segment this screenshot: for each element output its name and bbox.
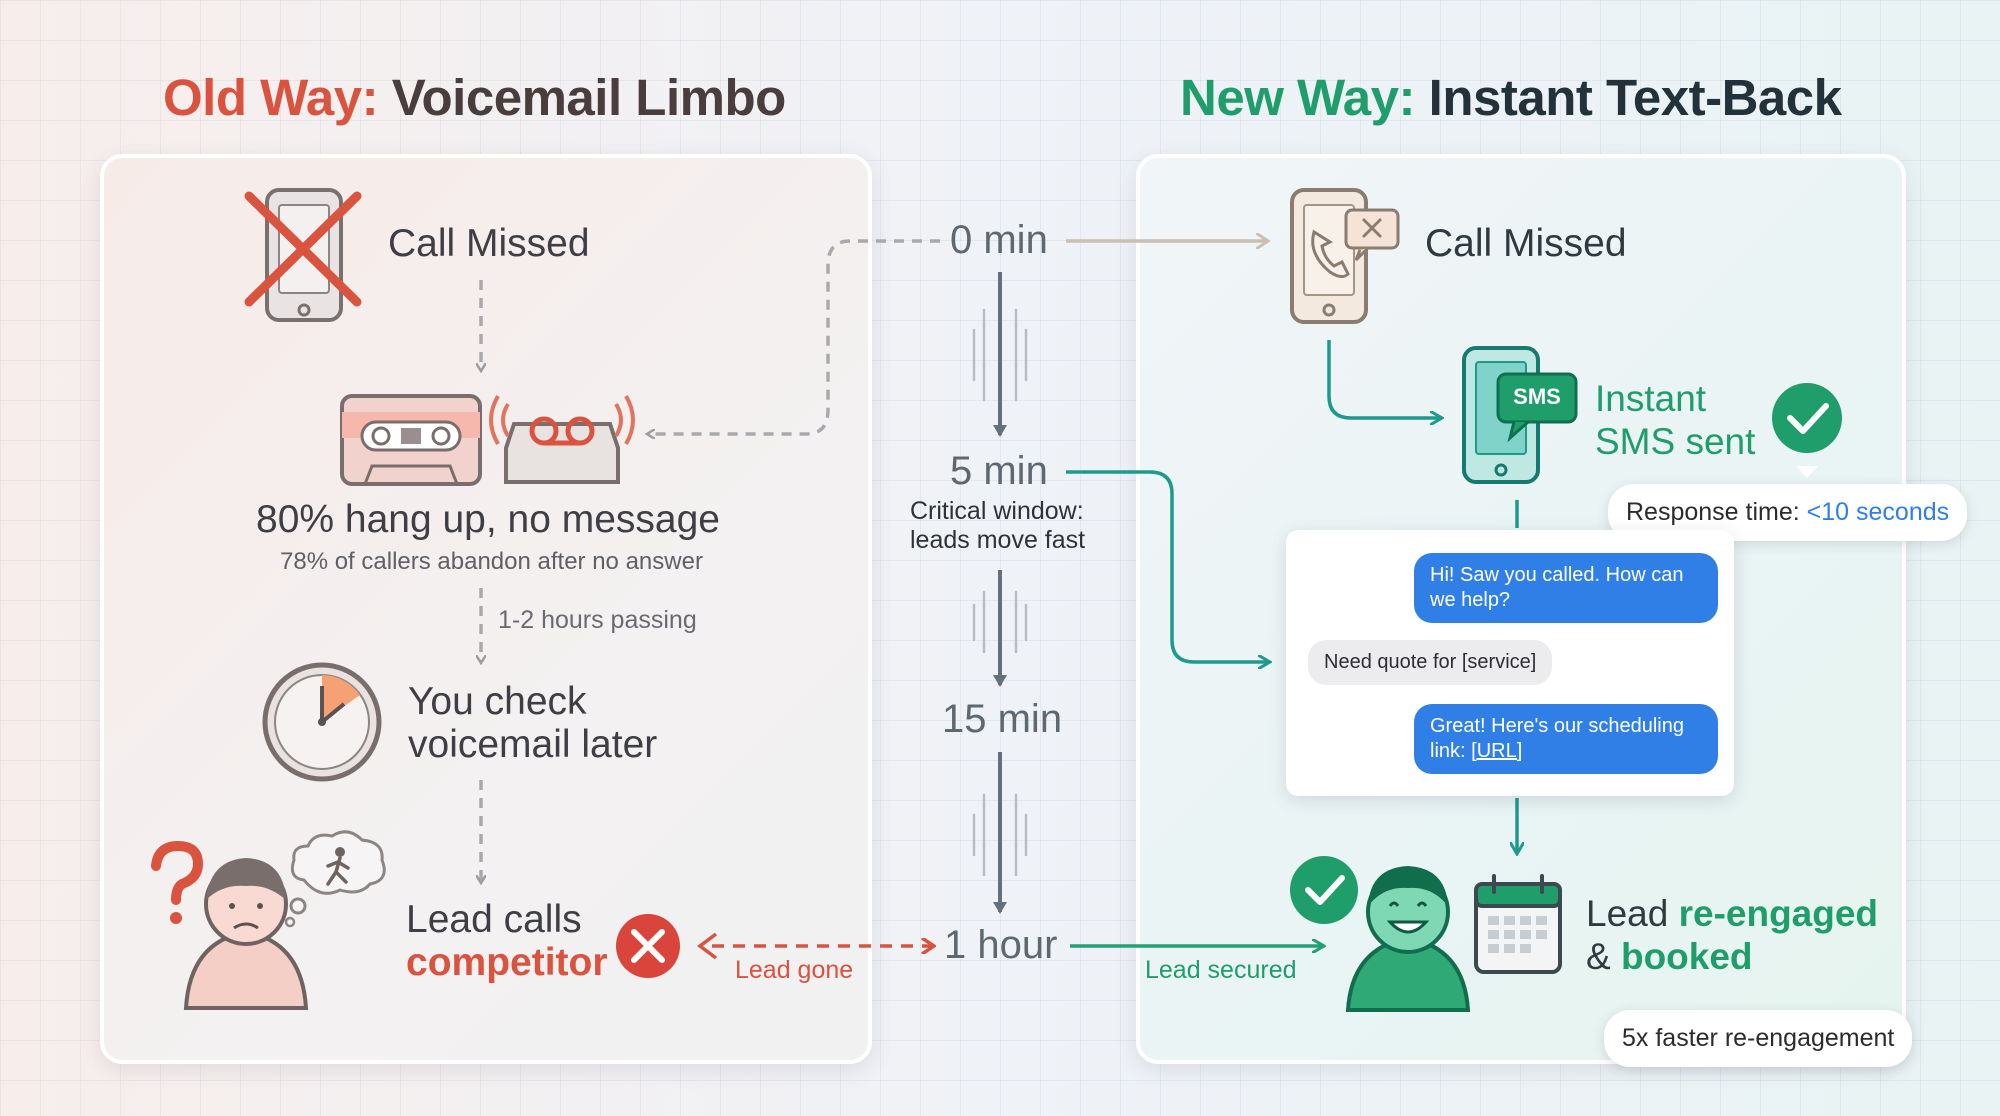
- re-engaged-word-lead: Lead: [1586, 893, 1669, 934]
- scheduling-link[interactable]: [URL]: [1471, 740, 1523, 762]
- re-engaged-line2: & booked: [1586, 936, 1753, 978]
- chat-message-1-text: Hi! Saw you called. How can we help?: [1430, 564, 1684, 611]
- timeline-0-min: 0 min: [950, 218, 1048, 262]
- old-call-missed-label: Call Missed: [388, 222, 590, 265]
- sms-badge-text: SMS: [1513, 384, 1561, 409]
- lead-gone-label: Lead gone: [735, 956, 854, 984]
- voicemail-icon: [489, 394, 635, 484]
- happy-person-icon: [1345, 866, 1471, 1012]
- crossed-phone-icon: [244, 188, 362, 322]
- instant-sms-line2: SMS sent: [1595, 421, 1756, 462]
- secured-check-icon: [1290, 856, 1358, 924]
- chat-message-outgoing-1: Hi! Saw you called. How can we help?: [1414, 553, 1718, 623]
- timeline-5-min: 5 min: [950, 449, 1048, 493]
- faster-reengagement-badge: 5x faster re-engagement: [1604, 1010, 1913, 1067]
- chat-message-incoming: Need quote for [service]: [1308, 640, 1553, 685]
- response-time-label: Response time:: [1626, 498, 1800, 526]
- re-engaged-word-reengaged: re-engaged: [1678, 893, 1879, 934]
- timeline-15-min: 15 min: [942, 697, 1063, 741]
- re-engaged-word-and: &: [1586, 936, 1611, 977]
- response-time-pill: Response time: <10 seconds: [1608, 484, 1968, 541]
- new-way-title-text: Instant Text-Back: [1428, 69, 1842, 126]
- check-voicemail-line2: voicemail later: [408, 723, 658, 766]
- old-way-title-text: Voicemail Limbo: [391, 69, 786, 126]
- worried-person-icon: [183, 858, 309, 1010]
- check-circle-icon: [1772, 383, 1842, 453]
- competitor-line2: competitor: [406, 941, 608, 984]
- new-call-missed-label: Call Missed: [1425, 222, 1627, 265]
- new-way-title: New Way: Instant Text-Back: [1180, 68, 1842, 127]
- competitor-line1: Lead calls: [406, 898, 582, 941]
- critical-window-line1: Critical window:: [910, 497, 1084, 525]
- chat-message-2-text: Need quote for [service]: [1324, 651, 1537, 673]
- question-mark-icon: [151, 840, 204, 924]
- thought-bubble-walking-icon: [284, 830, 386, 928]
- missed-call-phone-icon: [1290, 188, 1400, 324]
- sms-phone-icon: [1462, 346, 1578, 484]
- clock-icon: [262, 662, 382, 782]
- hours-passing-label: 1-2 hours passing: [498, 606, 697, 634]
- chat-message-outgoing-2: Great! Here's our scheduling link: [URL]: [1414, 704, 1718, 774]
- instant-sms-line1: Instant: [1595, 378, 1707, 419]
- timeline-1-hour: 1 hour: [944, 923, 1058, 967]
- chat-message-3-text: Great! Here's our scheduling link:: [1430, 715, 1684, 762]
- calendar-icon: [1474, 874, 1562, 974]
- motion-lines: [972, 308, 1028, 877]
- x-circle-icon: [616, 914, 680, 978]
- old-way-title: Old Way: Voicemail Limbo: [163, 68, 786, 127]
- re-engaged-line1: Lead re-engaged: [1586, 893, 1878, 935]
- hang-up-stat: 80% hang up, no message: [256, 498, 721, 541]
- new-way-title-prefix: New Way:: [1180, 69, 1416, 126]
- check-voicemail-line1: You check: [408, 680, 587, 723]
- response-time-value: <10 seconds: [1806, 498, 1950, 526]
- abandon-stat: 78% of callers abandon after no answer: [280, 548, 703, 575]
- cassette-tape-icon: [340, 394, 482, 486]
- critical-window-line2: leads move fast: [910, 526, 1086, 554]
- old-way-title-prefix: Old Way:: [163, 69, 379, 126]
- re-engaged-word-booked: booked: [1620, 936, 1753, 977]
- lead-secured-label: Lead secured: [1145, 956, 1297, 984]
